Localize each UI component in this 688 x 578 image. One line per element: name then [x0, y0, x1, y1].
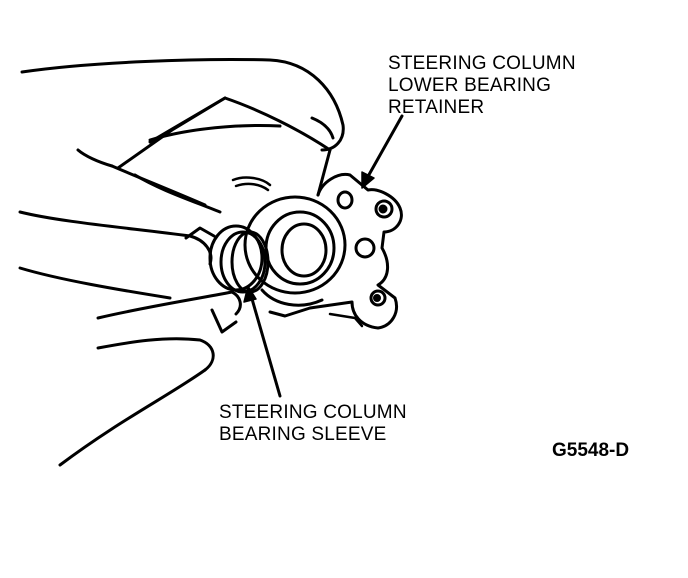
leader-sleeve: [243, 285, 282, 398]
sleeve-label-line: BEARING SLEEVE: [219, 424, 387, 445]
leader-retainer: [361, 114, 404, 189]
bearing-retainer: [243, 172, 403, 330]
lower-hand: [18, 210, 242, 467]
retainer-label-line: STEERING COLUMN: [388, 53, 576, 74]
retainer-label-line: LOWER BEARING: [388, 75, 552, 96]
figure-code: G5548-D: [552, 440, 630, 461]
upper-hand: [20, 58, 345, 207]
sleeve-label-line: STEERING COLUMN: [219, 402, 407, 423]
column-housing: [116, 96, 332, 214]
bearing-sleeve: [184, 224, 270, 294]
retainer-label-line: RETAINER: [388, 97, 485, 118]
sleeve-callout-label: STEERING COLUMN BEARING SLEEVE: [219, 402, 407, 446]
retainer-callout-label: STEERING COLUMN LOWER BEARING RETAINER: [388, 53, 576, 119]
